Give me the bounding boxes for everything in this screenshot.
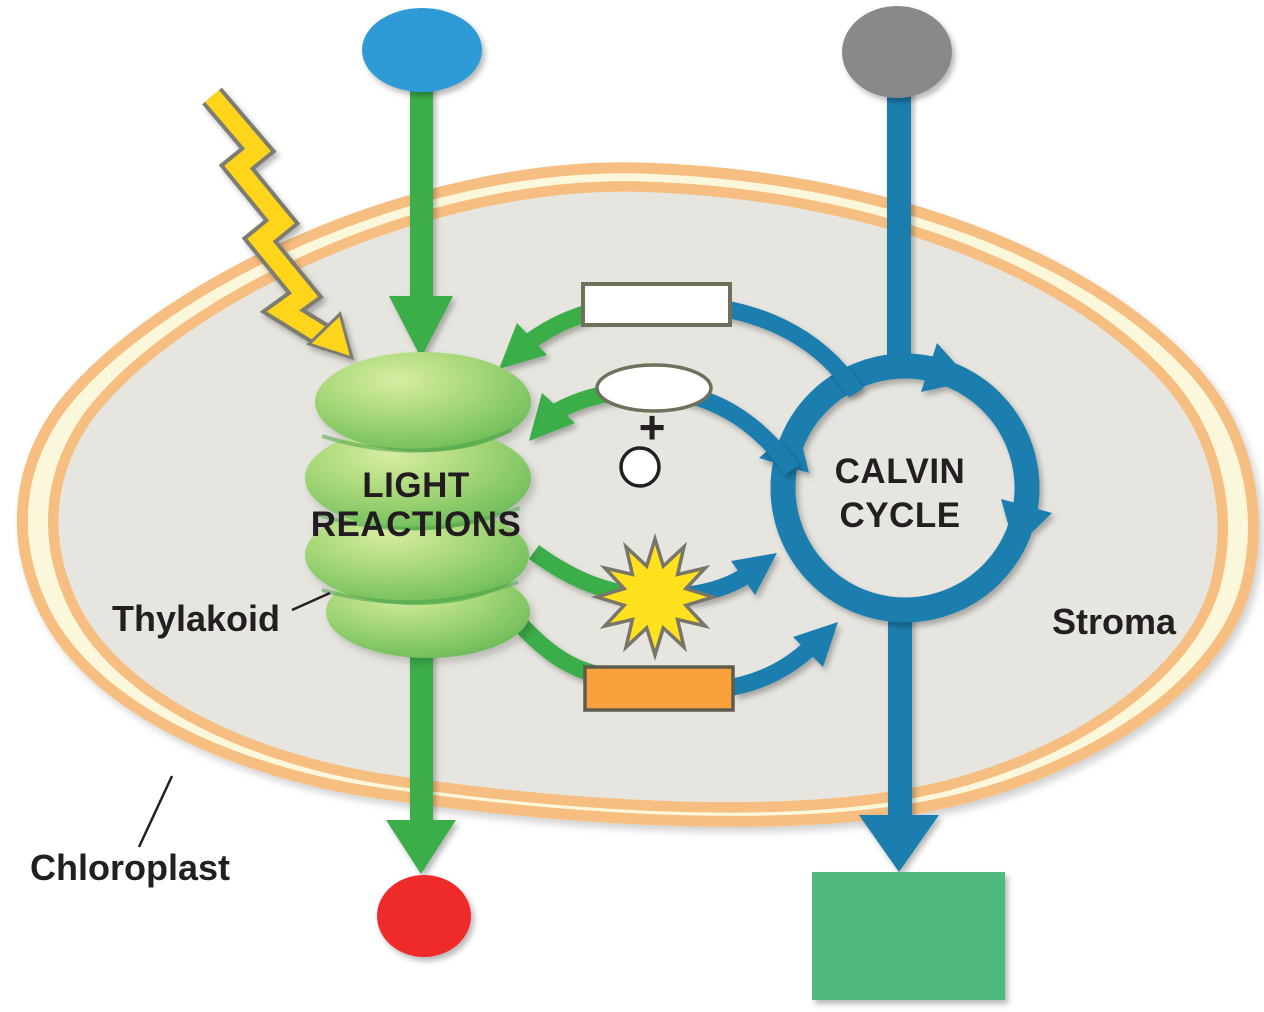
red-output-oval [377,875,471,957]
thylakoid-label: Thylakoid [112,598,280,639]
calvin-cycle-label-line2: CYCLE [839,496,960,535]
light-reactions-output-arrow [386,640,456,874]
top-right-input-oval [842,6,952,98]
sunlight-lightning-icon [202,87,355,361]
calvin-input-arrow-stem [887,52,911,357]
lightning-arrowhead [306,311,355,361]
calvin-output-arrowhead [859,815,939,872]
molecule-placeholders: + [581,282,735,712]
thylakoid-disc-1 [315,352,531,452]
orange-rectangle [583,665,735,712]
blank-rectangle-top [581,282,732,327]
thylakoid-disc-2 [305,426,531,530]
green-output-rectangle [812,872,1005,1000]
stroma-label: Stroma [1052,601,1177,642]
calvin-ring-arrowhead-top [921,343,971,392]
light-reactions-label-line1: LIGHT [362,466,469,505]
thylakoid-crease-3 [321,580,519,605]
light-reactions-output-arrow-stem [410,640,433,824]
forward-arc-bottom-arrowhead [793,622,838,667]
light-input-arrowhead [389,296,453,358]
thylakoid-disc-3 [305,505,529,605]
calvin-input-arrow [887,52,911,357]
calvin-cycle-ring [759,343,1052,623]
plus-sign: + [639,401,666,453]
thylakoid-crease-1 [321,428,513,453]
calvin-cycle-label-line1: CALVIN [835,452,966,491]
calvin-output-arrow [859,598,939,872]
thylakooid-crease-2 [314,506,521,531]
blank-ellipse [595,363,713,413]
blank-circle [619,446,661,488]
calvin-output-arrow-stem [888,598,912,822]
calvin-cycle-circle [770,353,1040,623]
lightning-bolt [205,90,335,348]
light-reactions-output-arrowhead [386,820,456,874]
forward-arc-top-arrowhead [731,553,777,595]
return-arc-mid-arrowhead [529,393,575,441]
light-input-arrow-stem [410,80,433,302]
thylakoid-pointer-line [291,591,331,612]
light-reactions-label-line2: REACTIONS [311,505,522,544]
energy-burst-icon [591,533,719,661]
chloroplast-label: Chloroplast [30,847,230,888]
light-input-arrow [389,80,453,358]
chloroplast-pointer-line [137,775,174,848]
return-arc-top-arrowhead [499,323,547,369]
thylakoid-stack: LIGHT REACTIONS [305,352,531,658]
calvin-ring-arrowhead-right [1001,499,1052,549]
top-input-oval [362,8,482,92]
